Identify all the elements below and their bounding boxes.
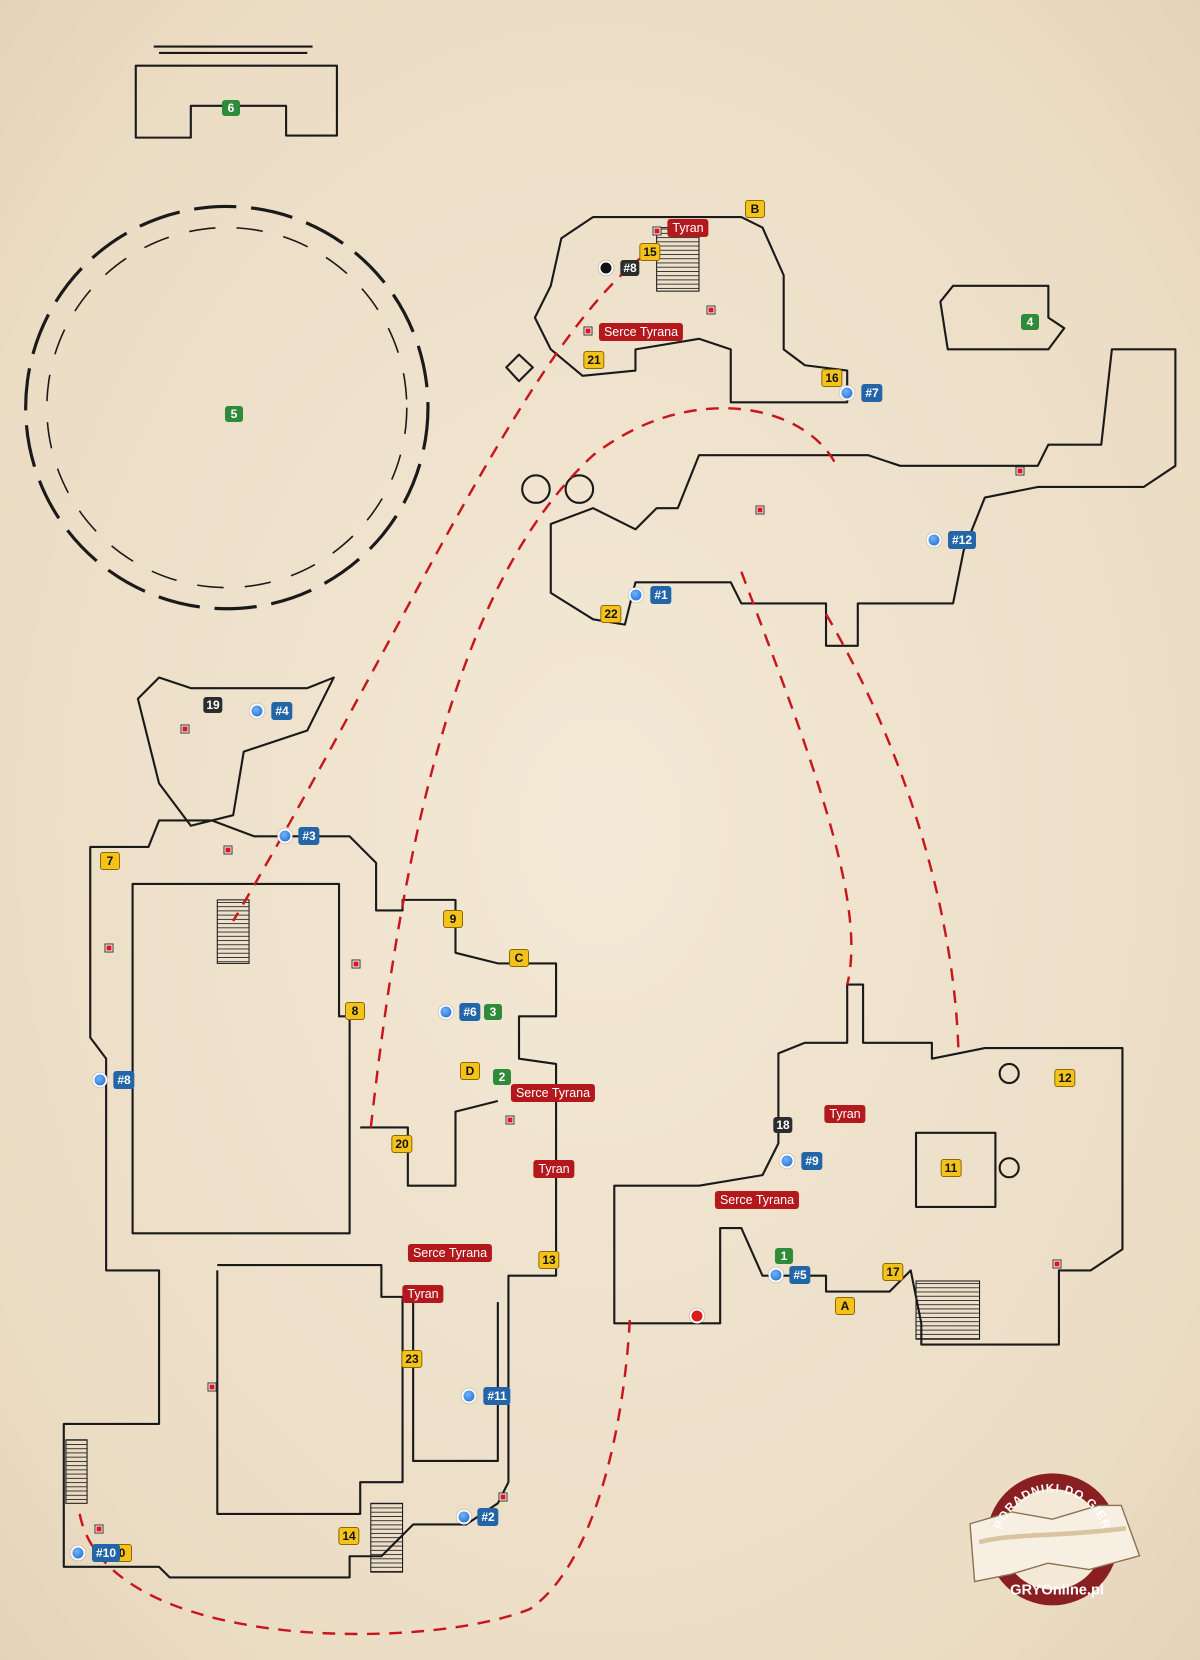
- loot-marker[interactable]: [505, 1115, 515, 1125]
- loot-marker[interactable]: [1052, 1259, 1062, 1269]
- blue-dot-icon[interactable]: [926, 532, 942, 548]
- marker-blue[interactable]: #2: [477, 1508, 499, 1526]
- route-line: [740, 571, 853, 985]
- blue-dot-icon[interactable]: [70, 1545, 86, 1561]
- marker-blue[interactable]: #10: [91, 1544, 121, 1562]
- room-outline: [939, 284, 1066, 351]
- marker-yellow[interactable]: 20: [391, 1135, 413, 1153]
- route-line: [232, 253, 647, 922]
- logo-text: GRYOnline.pl: [1010, 1582, 1104, 1598]
- marker-green[interactable]: 2: [493, 1069, 511, 1085]
- marker-dark[interactable]: 18: [773, 1117, 793, 1133]
- loot-marker[interactable]: [351, 959, 361, 969]
- loot-marker[interactable]: [223, 845, 233, 855]
- marker-blue[interactable]: #6: [459, 1003, 481, 1021]
- room-outline: [24, 204, 430, 611]
- marker-blue[interactable]: #4: [271, 702, 293, 720]
- boss-label[interactable]: Serce Tyrana: [714, 1191, 800, 1209]
- boss-label[interactable]: Serce Tyrana: [598, 323, 684, 341]
- room-outline: [134, 45, 338, 139]
- marker-blue[interactable]: #11: [483, 1387, 511, 1405]
- marker-dark[interactable]: #8: [620, 260, 640, 276]
- marker-blue[interactable]: #1: [650, 586, 672, 604]
- marker-blue[interactable]: #12: [947, 531, 977, 549]
- route-lines: [78, 253, 960, 1636]
- marker-yellow[interactable]: 9: [443, 910, 463, 928]
- gryonline-logo: PORADNIKI DO GIER GRYOnline.pl: [969, 1473, 1141, 1606]
- marker-dark[interactable]: 19: [203, 697, 223, 713]
- boss-label[interactable]: Tyran: [824, 1105, 866, 1123]
- marker-blue[interactable]: #7: [861, 384, 883, 402]
- route-line: [824, 613, 960, 1049]
- blue-dot-icon[interactable]: [438, 1004, 454, 1020]
- loot-marker[interactable]: [706, 305, 716, 315]
- marker-yellow[interactable]: 11: [940, 1159, 962, 1177]
- marker-green[interactable]: 3: [484, 1004, 502, 1020]
- boss-label[interactable]: Serce Tyrana: [510, 1084, 596, 1102]
- boss-label[interactable]: Tyran: [667, 219, 709, 237]
- loot-marker[interactable]: [498, 1492, 508, 1502]
- loot-marker[interactable]: [1015, 466, 1025, 476]
- marker-yellow[interactable]: 14: [338, 1527, 360, 1545]
- boss-label[interactable]: Serce Tyrana: [407, 1244, 493, 1262]
- marker-yellow[interactable]: A: [835, 1297, 855, 1315]
- room-outline: [613, 983, 1124, 1346]
- room-outline: [62, 819, 558, 1579]
- loot-marker[interactable]: [583, 326, 593, 336]
- marker-green[interactable]: 6: [222, 100, 240, 116]
- boss-label[interactable]: Tyran: [533, 1160, 575, 1178]
- boss-label[interactable]: Tyran: [402, 1285, 444, 1303]
- marker-yellow[interactable]: D: [460, 1062, 480, 1080]
- marker-yellow[interactable]: 13: [538, 1251, 560, 1269]
- blue-dot-icon[interactable]: [839, 385, 855, 401]
- route-line: [369, 407, 838, 1128]
- stairs: [65, 227, 981, 1573]
- marker-green[interactable]: 1: [775, 1248, 793, 1264]
- room-outline: [549, 348, 1177, 647]
- marker-yellow[interactable]: 22: [600, 605, 622, 623]
- route-line: [78, 1312, 632, 1636]
- loot-marker[interactable]: [180, 724, 190, 734]
- loot-marker[interactable]: [104, 943, 114, 953]
- marker-yellow[interactable]: 15: [639, 243, 661, 261]
- blue-dot-icon[interactable]: [277, 828, 293, 844]
- loot-marker[interactable]: [207, 1382, 217, 1392]
- marker-blue[interactable]: #8: [113, 1071, 135, 1089]
- blue-dot-icon[interactable]: [92, 1072, 108, 1088]
- blue-dot-icon[interactable]: [249, 703, 265, 719]
- marker-blue[interactable]: #5: [789, 1266, 811, 1284]
- marker-yellow[interactable]: 17: [882, 1263, 904, 1281]
- marker-yellow[interactable]: 16: [821, 369, 843, 387]
- marker-yellow[interactable]: 7: [100, 852, 120, 870]
- marker-green[interactable]: 4: [1021, 314, 1039, 330]
- blue-dot-icon[interactable]: [779, 1153, 795, 1169]
- black-dot-icon[interactable]: [598, 260, 614, 276]
- marker-yellow[interactable]: 8: [345, 1002, 365, 1020]
- loot-marker[interactable]: [652, 226, 662, 236]
- room-outline: [533, 215, 849, 404]
- red-point-marker[interactable]: [689, 1308, 705, 1324]
- marker-blue[interactable]: #9: [801, 1152, 823, 1170]
- blue-dot-icon[interactable]: [768, 1267, 784, 1283]
- marker-yellow[interactable]: 23: [401, 1350, 423, 1368]
- marker-yellow[interactable]: 12: [1054, 1069, 1076, 1087]
- marker-yellow[interactable]: C: [509, 949, 529, 967]
- loot-marker[interactable]: [755, 505, 765, 515]
- loot-marker[interactable]: [94, 1524, 104, 1534]
- marker-yellow[interactable]: 21: [583, 351, 605, 369]
- marker-yellow[interactable]: B: [745, 200, 765, 218]
- marker-green[interactable]: 5: [225, 406, 243, 422]
- room-outline: [136, 676, 335, 827]
- marker-blue[interactable]: #3: [298, 827, 320, 845]
- blue-dot-icon[interactable]: [628, 587, 644, 603]
- blue-dot-icon[interactable]: [461, 1388, 477, 1404]
- blue-dot-icon[interactable]: [456, 1509, 472, 1525]
